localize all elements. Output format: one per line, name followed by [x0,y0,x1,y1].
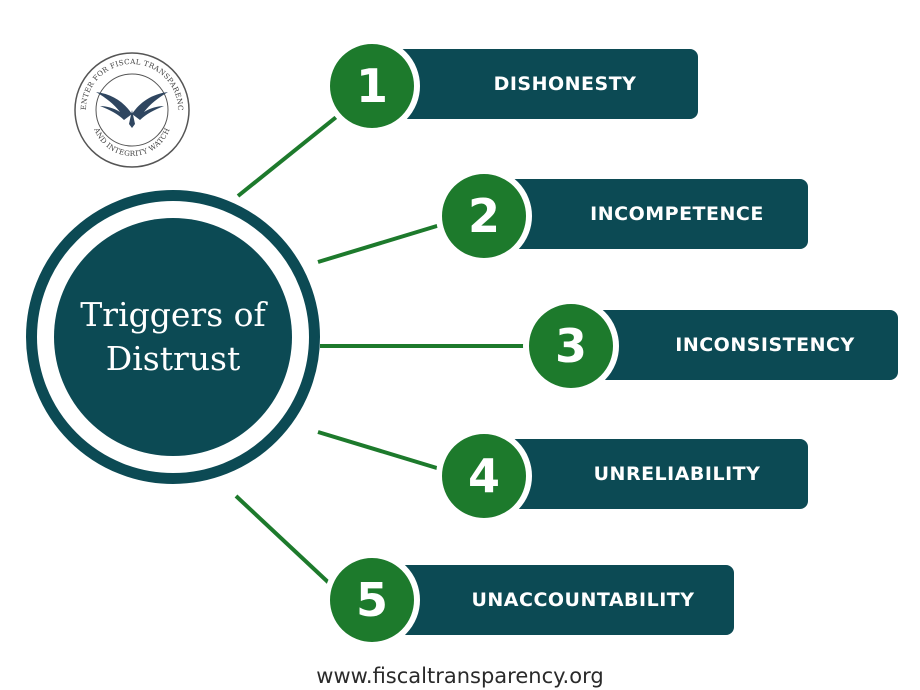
connector-2 [317,220,451,264]
number-badge-5: 5 [324,552,420,648]
logo-seal: CENTER FOR FISCAL TRANSPARENCY AND INTEG… [68,43,192,170]
winged-emblem-icon [96,92,168,128]
trigger-label-1: DISHONESTY [493,73,637,95]
website-link[interactable]: www.fiscaltransparency.org [316,664,604,688]
number-badge-4: 4 [436,428,532,524]
hub-title-line-1: Triggers of [80,295,266,334]
trigger-number-5: 5 [355,573,388,627]
hub-circle: Triggers of Distrust [54,218,292,456]
trigger-label-4: UNRELIABILITY [593,463,761,485]
number-badge-1: 1 [324,38,420,134]
trigger-number-2: 2 [467,189,500,243]
hub-title-line-2: Distrust [105,339,241,378]
trigger-label-2: INCOMPETENCE [590,203,764,225]
connector-1 [236,104,352,198]
trigger-bar-3: INCONSISTENCY [572,310,898,380]
connector-4 [317,430,451,474]
trigger-number-4: 4 [467,449,500,503]
trigger-bar-1: DISHONESTY [372,49,698,119]
number-badge-3: 3 [523,298,619,394]
trigger-number-3: 3 [554,319,587,373]
trigger-bar-5: UNACCOUNTABILITY [372,565,734,635]
trigger-number-1: 1 [355,59,388,113]
trigger-bar-4: UNRELIABILITY [486,439,808,509]
trigger-bar-2: INCOMPETENCE [486,179,808,249]
trigger-label-5: UNACCOUNTABILITY [471,589,695,611]
trigger-label-3: INCONSISTENCY [675,334,855,356]
number-badge-2: 2 [436,168,532,264]
